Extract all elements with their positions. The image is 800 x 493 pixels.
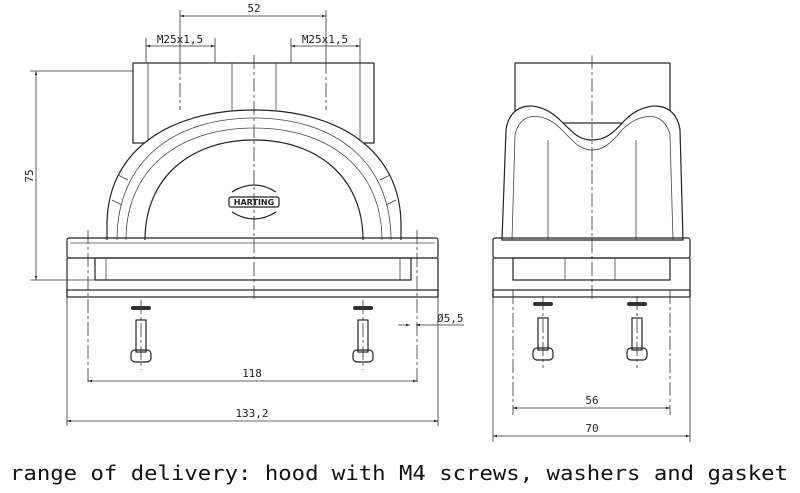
dim-hole-diameter: Ø5,5 (437, 312, 464, 325)
dim-width-front: 133,2 (235, 407, 268, 420)
dim-width-side: 70 (585, 422, 598, 435)
side-view (492, 55, 691, 415)
dim-height: 75 (23, 169, 36, 182)
dim-thread-left: M25x1,5 (157, 33, 203, 46)
front-view: HARTING (66, 55, 439, 385)
dim-hole-spacing-front: 118 (242, 367, 262, 380)
dim-thread-right: M25x1,5 (302, 33, 348, 46)
screw-side-left (532, 296, 554, 368)
screw-side-right (626, 296, 648, 368)
screw-right (352, 300, 374, 370)
dim-gland-spacing: 52 (247, 2, 260, 15)
screw-left (130, 300, 152, 370)
dim-hole-spacing-side: 56 (585, 394, 598, 407)
caption: range of delivery: hood with M4 screws, … (10, 461, 788, 485)
